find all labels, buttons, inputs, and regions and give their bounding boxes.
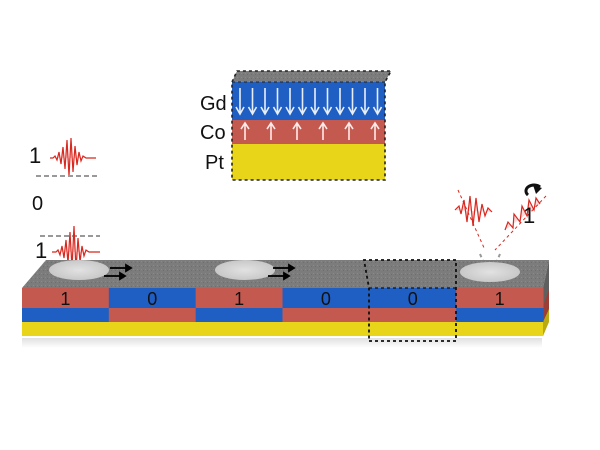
- laser-pulse-incoming-icon: [454, 195, 493, 227]
- right-pulse-group: 1: [454, 183, 547, 271]
- down-arrow-icon: [372, 88, 383, 116]
- bit-label: 1: [60, 289, 70, 309]
- down-arrow-icon: [235, 88, 245, 116]
- inset-outline: [231, 70, 393, 181]
- bit-cell-upper: [195, 288, 283, 308]
- laser-pulse-reflected-icon: [504, 196, 541, 231]
- up-arrow-icon: [370, 121, 380, 140]
- inset-gd-layer: [232, 82, 385, 120]
- inset-top-surface: [232, 71, 391, 82]
- data-track: 1 0 1 0 0 1: [22, 259, 549, 348]
- bit-cell-upper: [456, 288, 544, 308]
- bit-cell-upper: [282, 288, 370, 308]
- inset-gd-label: Gd: [200, 93, 227, 115]
- heated-spot: [49, 260, 109, 280]
- down-arrow-icon: [360, 88, 370, 116]
- bit-cell-lower: [369, 308, 457, 322]
- heated-spot: [215, 260, 275, 280]
- bit-label: 0: [408, 289, 418, 309]
- down-arrow-icon: [297, 88, 308, 116]
- bit-cell-lower: [195, 308, 283, 322]
- up-arrow-icon: [344, 121, 354, 140]
- inset-pt-label: Pt: [205, 152, 224, 174]
- pulse-label-bottom: 1: [35, 238, 47, 263]
- track-pt-layer: [22, 322, 543, 336]
- up-arrow-icon: [292, 121, 302, 140]
- laser-pulse-icon: [50, 137, 96, 177]
- inset-co-label: Co: [200, 122, 226, 144]
- down-arrow-icon: [285, 88, 295, 116]
- left-pulse-group: 1 0 1: [29, 137, 100, 271]
- bit-label: 0: [147, 289, 157, 309]
- inset-layer-stack: Gd Co Pt: [200, 70, 393, 181]
- bit-cell-upper: [22, 288, 110, 308]
- inset-moment-arrows: [235, 88, 383, 140]
- inset-co-layer: [232, 120, 385, 144]
- down-arrow-icon: [310, 88, 320, 116]
- polarization-rotation-icon: [524, 183, 541, 197]
- motion-arrows: [104, 263, 296, 281]
- down-arrow-icon: [347, 88, 358, 116]
- bit-label: 1: [234, 289, 244, 309]
- bit-cell-lower: [22, 308, 110, 322]
- bit-label: 0: [321, 289, 331, 309]
- bit-cell-upper: [369, 288, 457, 308]
- bit-cell-lower: [108, 308, 197, 322]
- down-arrow-icon: [260, 88, 270, 116]
- down-arrow-icon: [335, 88, 345, 116]
- bit-cell-upper: [108, 288, 197, 308]
- pulse-label-top: 1: [29, 143, 41, 168]
- bit-cell-lower: [456, 308, 544, 322]
- up-arrow-icon: [240, 121, 250, 140]
- down-arrow-icon: [272, 88, 283, 116]
- heated-spot: [460, 262, 520, 282]
- inset-pt-layer: [232, 144, 385, 180]
- up-arrow-icon: [266, 121, 276, 140]
- bit-cell-lower: [282, 308, 370, 322]
- down-arrow-icon: [322, 88, 333, 116]
- pulse-label-middle: 0: [32, 193, 43, 215]
- up-arrow-icon: [318, 121, 328, 140]
- pulse-label-right: 1: [523, 203, 535, 228]
- down-arrow-icon: [247, 88, 258, 116]
- bit-label: 1: [495, 289, 505, 309]
